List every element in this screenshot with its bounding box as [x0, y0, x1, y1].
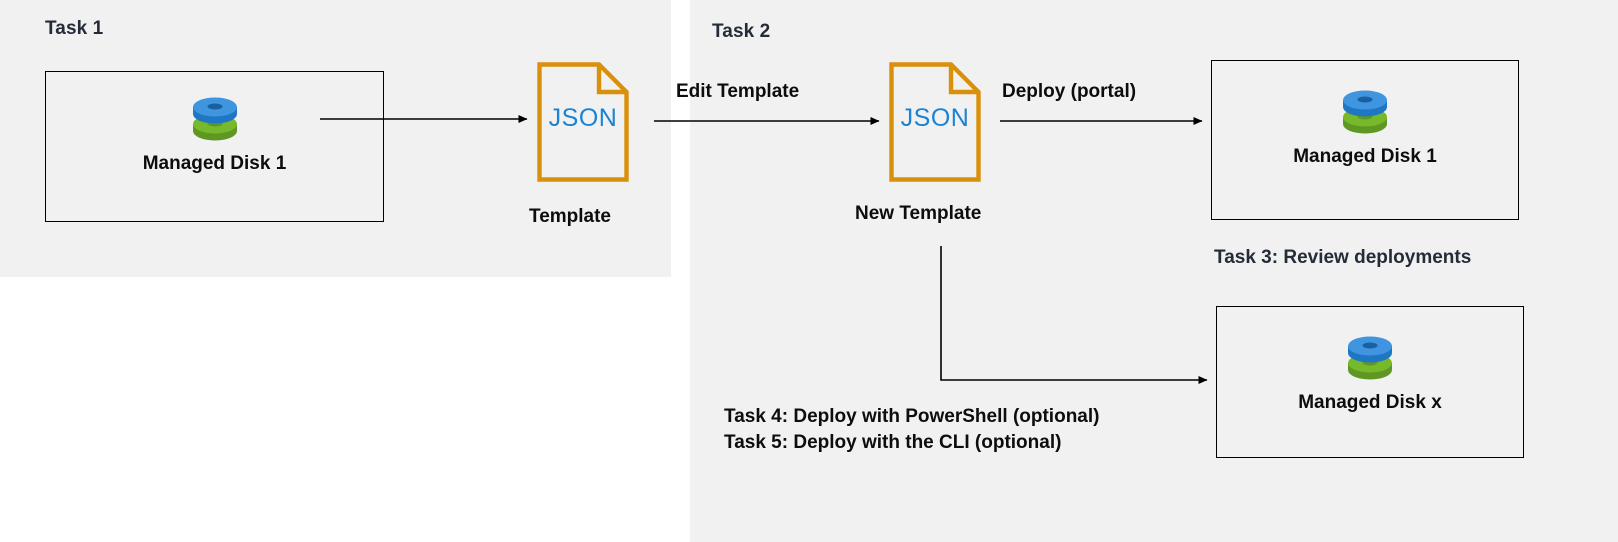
- managed-disk-icon: [1343, 90, 1387, 134]
- managed-disk-1-source-label: Managed Disk 1: [142, 153, 287, 174]
- box-content: Managed Disk 1: [1212, 86, 1518, 168]
- managed-disk-1-deployed-box[interactable]: Managed Disk 1: [1211, 60, 1519, 220]
- new-template-caption: New Template: [855, 203, 982, 224]
- managed-disk-icon: [192, 97, 237, 141]
- template-document[interactable]: JSON: [537, 62, 629, 182]
- managed-disk-1-deployed-label: Managed Disk 1: [1293, 146, 1437, 167]
- managed-disk-icon: [1348, 336, 1392, 380]
- json-document-icon: [889, 62, 981, 182]
- task-3-label: Task 3: Review deployments: [1214, 247, 1472, 268]
- task-5-label: Task 5: Deploy with the CLI (optional): [724, 432, 1062, 453]
- task-1-panel: [0, 0, 671, 277]
- task-4-label: Task 4: Deploy with PowerShell (optional…: [724, 406, 1100, 427]
- managed-disk-x-deployed-box[interactable]: Managed Disk x: [1216, 306, 1524, 458]
- json-document-icon: [537, 62, 629, 182]
- edit-template-edge-label: Edit Template: [676, 81, 800, 102]
- json-document-label: JSON: [900, 104, 970, 132]
- box-content: Managed Disk x: [1217, 332, 1523, 414]
- managed-disk-x-label: Managed Disk x: [1298, 392, 1442, 413]
- task-2-heading: Task 2: [712, 21, 771, 42]
- box-content: Managed Disk 1: [46, 93, 383, 175]
- optional-tasks-note: Task 4: Deploy with PowerShell (optional…: [724, 404, 1099, 456]
- json-document-label: JSON: [548, 104, 618, 132]
- deploy-portal-edge-label: Deploy (portal): [1002, 81, 1137, 102]
- managed-disk-1-source-box[interactable]: Managed Disk 1: [45, 71, 384, 222]
- new-template-document[interactable]: JSON: [889, 62, 981, 182]
- template-caption: Template: [529, 206, 612, 227]
- task-1-heading: Task 1: [45, 18, 104, 39]
